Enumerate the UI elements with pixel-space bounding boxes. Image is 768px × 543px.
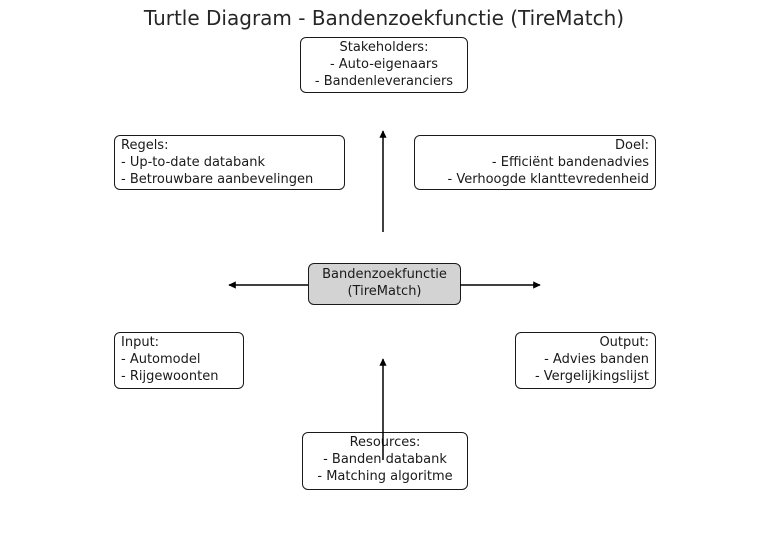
output-box: Output: - Advies banden - Vergelijkingsl… xyxy=(515,332,656,389)
output-item: - Advies banden xyxy=(544,352,649,367)
diagram-title: Turtle Diagram - Bandenzoekfunctie (Tire… xyxy=(143,6,625,30)
output-item: - Vergelijkingslijst xyxy=(534,369,649,384)
doel-item: - Verhoogde klanttevredenheid xyxy=(447,172,649,187)
input-item: - Rijgewoonten xyxy=(121,369,219,384)
regels-box: Regels: - Up-to-date databank - Betrouwb… xyxy=(114,135,345,190)
process-subtitle: (TireMatch) xyxy=(347,284,422,299)
input-item: - Automodel xyxy=(121,352,201,367)
resources-heading: Resources: xyxy=(349,435,421,450)
regels-heading: Regels: xyxy=(121,138,169,153)
regels-item: - Up-to-date databank xyxy=(121,155,265,170)
resources-item: - Matching algoritme xyxy=(317,469,453,484)
stakeholders-item: - Auto-eigenaars xyxy=(329,57,439,72)
stakeholders-box: Stakeholders: - Auto-eigenaars - Bandenl… xyxy=(300,37,468,93)
resources-item: - Banden databank xyxy=(323,452,447,467)
input-box: Input: - Automodel - Rijgewoonten xyxy=(114,332,244,389)
stakeholders-heading: Stakeholders: xyxy=(339,40,429,55)
regels-item: - Betrouwbare aanbevelingen xyxy=(121,172,314,187)
doel-heading: Doel: xyxy=(615,138,649,153)
process-center-box: Bandenzoekfunctie (TireMatch) xyxy=(308,263,461,305)
input-heading: Input: xyxy=(121,335,160,350)
stakeholders-item: - Bandenleveranciers xyxy=(314,74,454,89)
doel-item: - Efficiënt bandenadvies xyxy=(491,155,649,170)
resources-box: Resources: - Banden databank - Matching … xyxy=(302,432,468,490)
output-heading: Output: xyxy=(599,335,649,350)
doel-box: Doel: - Efficiënt bandenadvies - Verhoog… xyxy=(414,135,656,190)
process-name: Bandenzoekfunctie xyxy=(322,267,447,282)
